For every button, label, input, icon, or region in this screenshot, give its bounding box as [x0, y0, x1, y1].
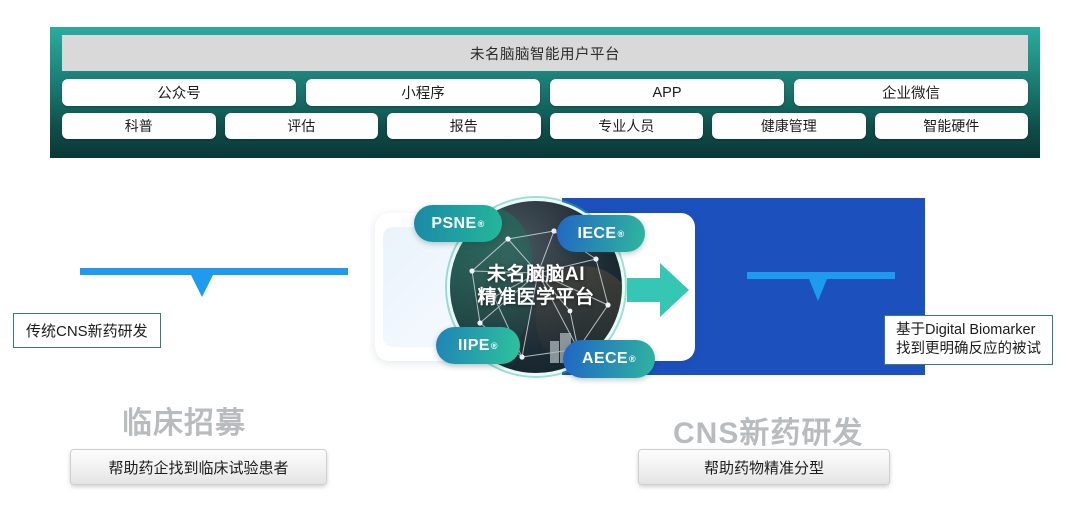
- traditional-funnel-bar: [80, 268, 348, 275]
- channel-item-app[interactable]: APP: [550, 79, 784, 106]
- precision-funnel-arrow-icon: [809, 279, 827, 301]
- service-label: 科普: [124, 118, 153, 134]
- cta-label: 帮助药物精准分型: [703, 459, 824, 477]
- channel-item-gongzhonghao[interactable]: 公众号: [62, 79, 296, 106]
- channel-label: APP: [652, 84, 682, 101]
- section-heading-clinical-recruitment: 临床招募: [122, 407, 246, 440]
- platform-banner: 未名脑脑智能用户平台 公众号 小程序 APP 企业微信 科普 评估 报告 专业人…: [50, 27, 1040, 158]
- service-item-zhuanye[interactable]: 专业人员: [549, 113, 703, 139]
- platform-name: 未名脑脑AI 精准医学平台: [450, 263, 622, 309]
- channel-label: 公众号: [157, 86, 201, 102]
- service-item-jiankang[interactable]: 健康管理: [712, 113, 866, 139]
- registered-mark: ®: [617, 228, 625, 239]
- service-label: 报告: [449, 118, 478, 134]
- badge-label: IIPE: [458, 336, 490, 354]
- right-arrow-icon: [627, 263, 689, 317]
- precision-callout: 基于Digital Biomarker 找到更明确反应的被试: [884, 315, 1053, 365]
- precision-callout-line2: 找到更明确反应的被试: [896, 340, 1041, 357]
- traditional-recruitment-group: [60, 200, 370, 400]
- registered-mark: ®: [629, 354, 637, 364]
- workflow-diagram: 传统CNS新药研发: [0, 160, 1080, 530]
- channel-label: 小程序: [401, 86, 445, 102]
- precision-stratification-group: [735, 200, 935, 400]
- platform-title-bar: 未名脑脑智能用户平台: [62, 35, 1028, 71]
- platform-name-line2: 精准医学平台: [477, 287, 595, 309]
- service-item-kepu[interactable]: 科普: [62, 113, 216, 139]
- platform-name-line1: 未名脑脑AI: [486, 263, 585, 285]
- platform-title: 未名脑脑智能用户平台: [470, 46, 620, 63]
- service-row: 科普 评估 报告 专业人员 健康管理 智能硬件: [62, 113, 1028, 139]
- service-item-pinggu[interactable]: 评估: [224, 113, 378, 139]
- channel-item-miniprogram[interactable]: 小程序: [306, 79, 540, 106]
- precision-callout-line1: 基于Digital Biomarker: [896, 322, 1036, 338]
- service-item-yingjian[interactable]: 智能硬件: [874, 113, 1028, 139]
- registered-mark: ®: [490, 340, 498, 351]
- precision-funnel-bar: [747, 272, 895, 279]
- badge-iipe[interactable]: IIPE®: [436, 327, 520, 364]
- cta-label: 帮助药企找到临床试验患者: [108, 459, 289, 477]
- service-label: 评估: [287, 118, 316, 134]
- traditional-callout-label: 传统CNS新药研发: [26, 323, 148, 340]
- channel-label: 企业微信: [882, 86, 940, 102]
- badge-psne[interactable]: PSNE®: [414, 205, 502, 242]
- channel-row: 公众号 小程序 APP 企业微信: [62, 79, 1028, 106]
- badge-label: PSNE: [431, 214, 477, 232]
- badge-aece[interactable]: AECE®: [563, 340, 655, 378]
- service-item-baogao[interactable]: 报告: [387, 113, 541, 139]
- cta-clinical-recruitment[interactable]: 帮助药企找到临床试验患者: [70, 449, 327, 485]
- cta-drug-stratification[interactable]: 帮助药物精准分型: [638, 449, 890, 485]
- service-label: 专业人员: [598, 118, 655, 134]
- badge-label: IECE: [577, 224, 617, 242]
- service-label: 智能硬件: [923, 118, 980, 134]
- channel-item-wecom[interactable]: 企业微信: [794, 79, 1028, 106]
- badge-label: AECE: [581, 350, 628, 367]
- badge-iece[interactable]: IECE®: [557, 215, 645, 252]
- traditional-funnel-arrow-icon: [191, 275, 213, 297]
- section-heading-cns-drug-rd: CNS新药研发: [673, 417, 864, 450]
- service-label: 健康管理: [760, 118, 817, 134]
- registered-mark: ®: [477, 218, 485, 229]
- traditional-callout: 传统CNS新药研发: [13, 313, 161, 348]
